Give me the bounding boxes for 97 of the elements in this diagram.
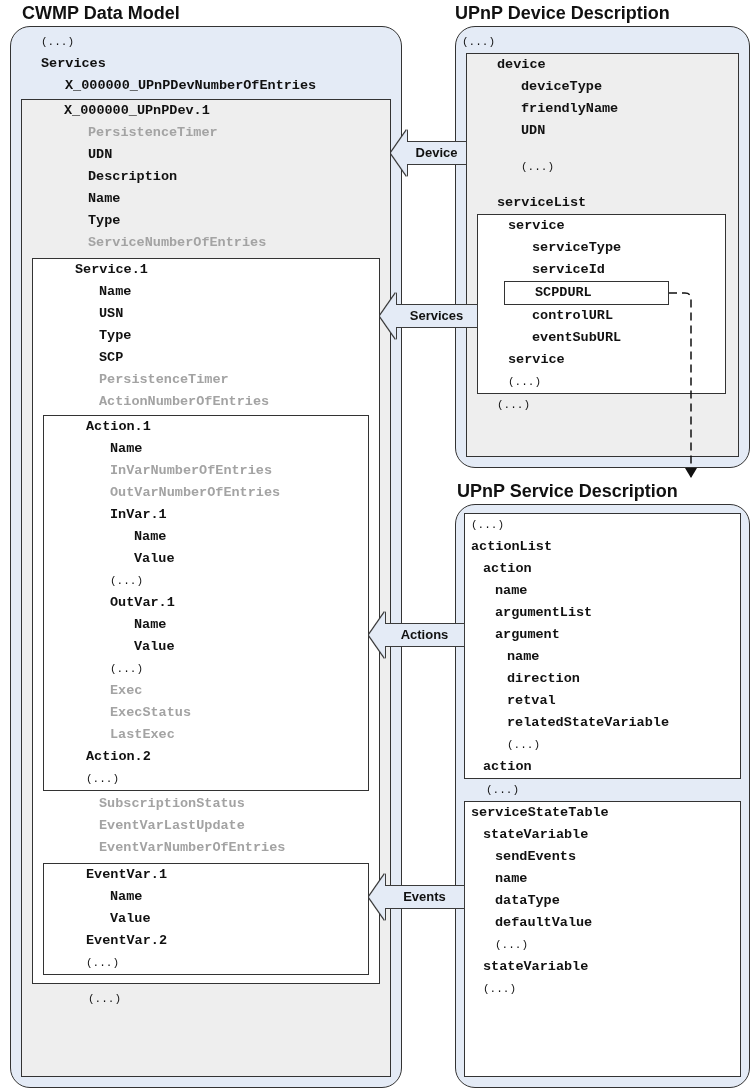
field-name: argumentList: [495, 604, 593, 622]
field-name: deviceType: [521, 78, 602, 96]
ellipsis: (...): [110, 574, 143, 589]
field-name: name: [507, 648, 540, 666]
field-name: SCPDURL: [535, 284, 592, 302]
field-name: Type: [99, 327, 132, 345]
ellipsis: (...): [471, 518, 504, 533]
field-name: Name: [110, 888, 143, 906]
field-name: Name: [99, 283, 132, 301]
highlight-box: [504, 281, 669, 305]
panel-title: UPnP Device Description: [455, 2, 670, 25]
field-name: serviceType: [532, 239, 622, 257]
field-name: controlURL: [532, 307, 613, 325]
field-name: name: [495, 582, 528, 600]
field-name: Name: [110, 440, 143, 458]
panel-title: CWMP Data Model: [22, 2, 180, 25]
field-name: UDN: [521, 122, 546, 140]
field-name: name: [495, 870, 528, 888]
field-name: X_000000_UPnPDev.1: [64, 102, 210, 120]
field-name: Service.1: [75, 261, 148, 279]
object-box: [43, 863, 369, 975]
field-name: stateVariable: [483, 958, 589, 976]
field-name: ExecStatus: [110, 704, 191, 722]
field-name: ActionNumberOfEntries: [99, 393, 270, 411]
ellipsis: (...): [508, 375, 541, 390]
field-name: SCP: [99, 349, 124, 367]
ellipsis: (...): [497, 398, 530, 413]
field-name: serviceList: [497, 194, 587, 212]
field-name: action: [483, 758, 532, 776]
object-box: [464, 513, 741, 779]
edge-label: Actions: [400, 627, 449, 643]
edge-label: Events: [403, 889, 446, 905]
field-name: service: [508, 217, 565, 235]
field-name: Action.2: [86, 748, 151, 766]
ellipsis: (...): [521, 160, 554, 175]
field-name: direction: [507, 670, 580, 688]
field-name: Value: [134, 638, 175, 656]
field-name: retval: [507, 692, 556, 710]
field-name: EventVarLastUpdate: [99, 817, 245, 835]
field-name: serviceStateTable: [471, 804, 609, 822]
field-name: dataType: [495, 892, 560, 910]
field-name: Action.1: [86, 418, 151, 436]
panel-title: UPnP Service Description: [457, 480, 678, 503]
field-name: EventVar.1: [86, 866, 167, 884]
object-box: [477, 214, 726, 394]
object-box: [32, 258, 380, 984]
field-name: stateVariable: [483, 826, 589, 844]
field-name: sendEvents: [495, 848, 576, 866]
field-name: EventVarNumberOfEntries: [99, 839, 286, 857]
field-name: serviceId: [532, 261, 605, 279]
field-name: OutVarNumberOfEntries: [110, 484, 281, 502]
ellipsis: (...): [86, 772, 119, 787]
field-name: UDN: [88, 146, 113, 164]
ellipsis: (...): [110, 662, 143, 677]
field-name: defaultValue: [495, 914, 593, 932]
field-name: device: [497, 56, 546, 74]
field-name: ServiceNumberOfEntries: [88, 234, 267, 252]
field-name: OutVar.1: [110, 594, 175, 612]
ellipsis: (...): [462, 35, 495, 50]
field-name: actionList: [471, 538, 552, 556]
field-name: Description: [88, 168, 178, 186]
object-box: [464, 801, 741, 1077]
field-name: EventVar.2: [86, 932, 167, 950]
ellipsis: (...): [507, 738, 540, 753]
field-name: PersistenceTimer: [88, 124, 218, 142]
dashed-arrow: [668, 292, 697, 479]
ellipsis: (...): [486, 783, 519, 798]
ellipsis: (...): [41, 35, 74, 50]
field-name: Type: [88, 212, 121, 230]
object-box: [466, 53, 739, 457]
field-name: SubscriptionStatus: [99, 795, 245, 813]
field-name: Name: [134, 616, 167, 634]
field-name: InVar.1: [110, 506, 167, 524]
field-name: Value: [134, 550, 175, 568]
field-name: Name: [88, 190, 121, 208]
field-name: Services: [41, 55, 106, 73]
field-name: friendlyName: [521, 100, 619, 118]
edge-label: Device: [415, 145, 458, 161]
field-name: InVarNumberOfEntries: [110, 462, 273, 480]
object-box: [43, 415, 369, 791]
ellipsis: (...): [88, 992, 121, 1007]
field-name: Exec: [110, 682, 143, 700]
ellipsis: (...): [495, 938, 528, 953]
field-name: service: [508, 351, 565, 369]
ellipsis: (...): [483, 982, 516, 997]
field-name: relatedStateVariable: [507, 714, 670, 732]
field-name: eventSubURL: [532, 329, 622, 347]
edge-label: Services: [409, 308, 464, 324]
field-name: USN: [99, 305, 124, 323]
field-name: X_000000_UPnPDevNumberOfEntries: [65, 77, 317, 95]
ellipsis: (...): [86, 956, 119, 971]
field-name: PersistenceTimer: [99, 371, 229, 389]
field-name: LastExec: [110, 726, 175, 744]
field-name: action: [483, 560, 532, 578]
field-name: Name: [134, 528, 167, 546]
field-name: Value: [110, 910, 151, 928]
field-name: argument: [495, 626, 560, 644]
